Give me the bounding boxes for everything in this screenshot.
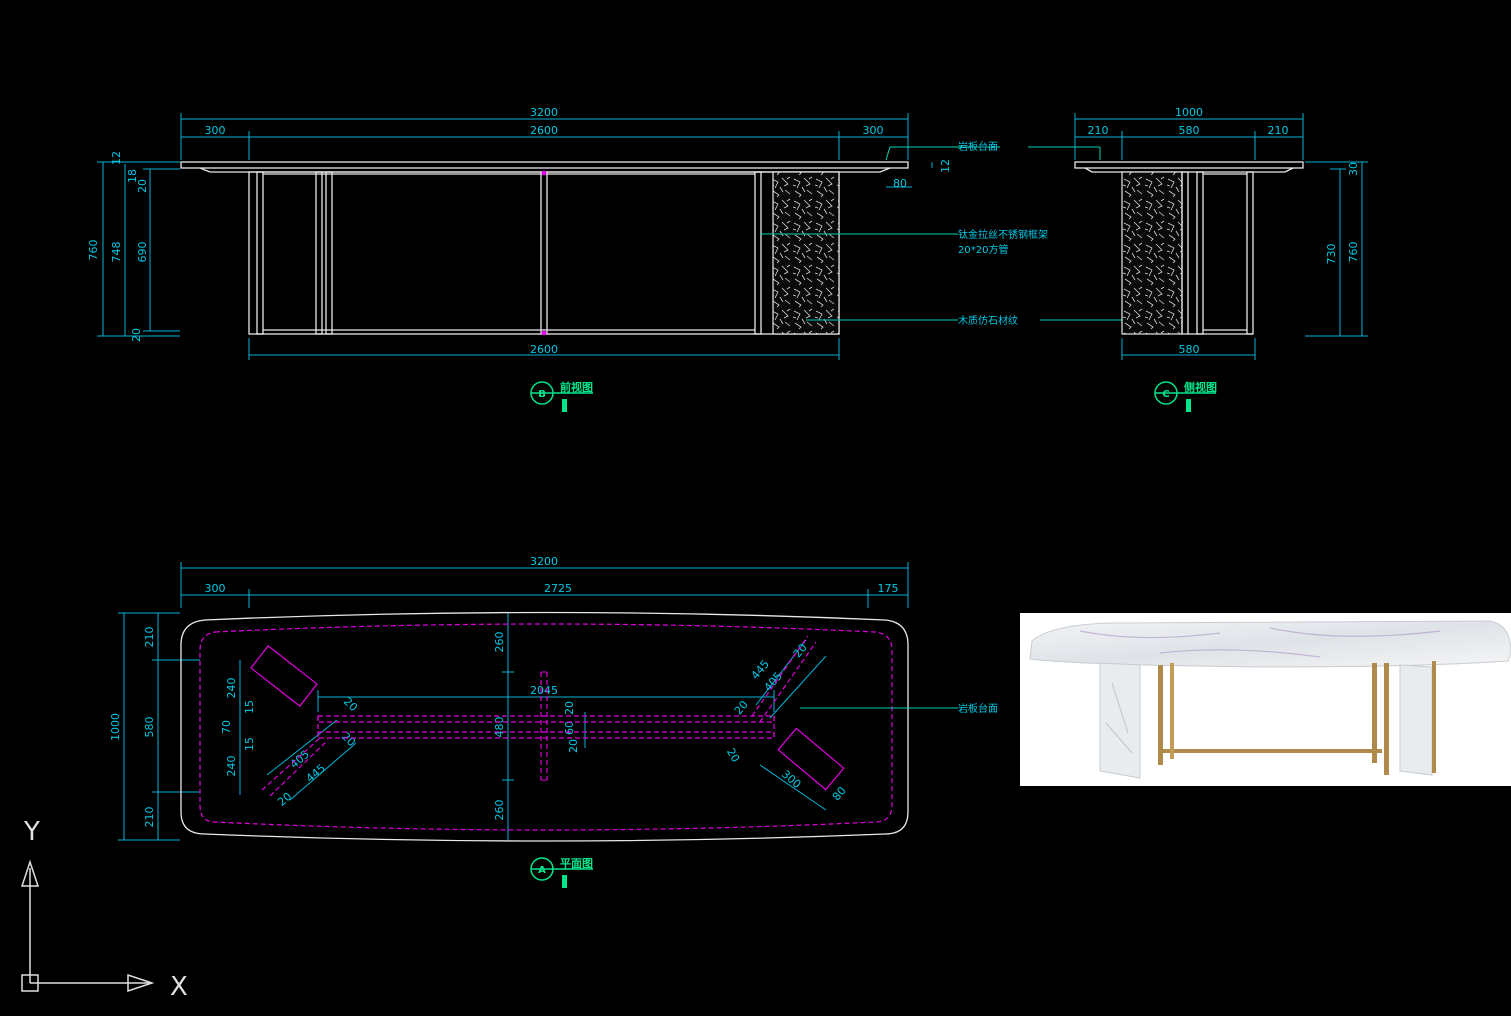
side-title-text: 侧视图 [1184,380,1217,394]
side-left: 210 [1088,124,1109,137]
plan-left-20c: 20 [275,790,294,809]
plan-title-text: 平面图 [560,857,593,870]
plan-view-title: A 平面图 [530,857,593,888]
plan-center-mid: 480 [493,717,506,738]
plan-left-240a: 240 [225,678,238,699]
plan-right-300: 300 [779,768,803,791]
front-label-frame-1: 钛金拉丝不锈钢框架 [958,228,1048,241]
plan-left-20a: 20 [341,695,360,714]
plan-h-mid: 580 [143,717,156,738]
front-label-tabletop: 岩板台面 [958,140,998,153]
front-overall-width: 3200 [530,106,558,119]
plan-table-outline [180,611,909,842]
front-title-tag: B [538,389,546,400]
plan-d20b: 20 [567,739,580,753]
side-view-title: C 侧视图 [1154,380,1217,412]
front-height-inner: 690 [136,242,149,263]
side-title-tag: C [1162,389,1169,400]
front-left-overhang: 300 [205,124,226,137]
front-right-overhang: 300 [863,124,884,137]
plan-beam-length: 2045 [530,684,558,697]
front-label-stone: 木质仿石材纹 [958,314,1018,327]
ucs-x-label: X [170,972,188,1002]
front-dimensions [97,113,933,360]
front-bottom-span: 2600 [530,343,558,356]
side-height-760: 760 [1347,242,1360,263]
side-height-730: 730 [1325,244,1338,265]
side-overall-width: 1000 [1175,106,1203,119]
plan-right-20b: 20 [732,698,751,717]
front-table-outline [180,161,909,336]
front-leaders [760,146,1134,321]
front-height-frame: 748 [110,242,123,263]
plan-right: 175 [878,582,899,595]
plan-left-15b: 15 [243,737,256,751]
plan-title-tag: A [538,865,546,876]
plan-d20a: 20 [563,701,576,715]
plan-left-240b: 240 [225,756,238,777]
front-dim-12: 12 [939,159,952,173]
plan-dimensions [118,562,909,841]
plan-left-70: 70 [220,720,233,734]
table-render-illustration [1020,613,1511,786]
front-dim-20a: 20 [136,179,149,193]
plan-right-80: 80 [830,784,849,803]
side-stone-pattern [1121,171,1183,335]
front-dim-18: 18 [126,169,139,183]
plan-label-tabletop: 岩板台面 [958,702,998,715]
front-dim-80: 80 [893,177,907,190]
render-photo [1020,613,1511,786]
stone-pattern-icon [772,171,840,335]
plan-left-15a: 15 [243,700,256,714]
plan-center: 2725 [544,582,572,595]
plan-left: 300 [205,582,226,595]
front-center-span: 2600 [530,124,558,137]
plan-view: 3200 300 2725 175 1000 210 580 210 260 4… [109,555,998,888]
plan-right-20: 20 [791,641,810,660]
plan-left-20b: 20 [339,730,358,749]
plan-center-bot: 260 [493,800,506,821]
front-height-total: 760 [87,240,100,261]
plan-height-total: 1000 [109,713,122,741]
side-center: 580 [1179,124,1200,137]
front-label-frame-2: 20*20方管 [958,243,1008,256]
front-view-title: B 前视图 [530,380,593,412]
side-bottom: 580 [1179,343,1200,356]
ucs-y-label: Y [23,817,40,847]
side-top-30: 30 [1347,162,1360,176]
plan-center-top: 260 [493,632,506,653]
ucs-axis-icon: Y X [20,817,188,1002]
side-right: 210 [1268,124,1289,137]
front-title-text: 前视图 [560,380,593,394]
plan-overall-width: 3200 [530,555,558,568]
plan-h-top: 210 [143,627,156,648]
plan-left-445: 445 [304,762,328,785]
front-top-thickness: 12 [110,151,123,165]
side-dimensions [1074,113,1368,360]
plan-right-20c: 20 [724,746,742,765]
side-view: 1000 210 580 210 580 730 760 30 C 侧视图 [1074,106,1368,412]
side-table-outline [1074,161,1304,335]
plan-d60: 60 [563,721,576,735]
front-dim-20b: 20 [130,328,143,342]
plan-h-bot: 210 [143,807,156,828]
front-view: 3200 300 2600 300 2600 760 748 690 12 20… [87,106,1134,412]
